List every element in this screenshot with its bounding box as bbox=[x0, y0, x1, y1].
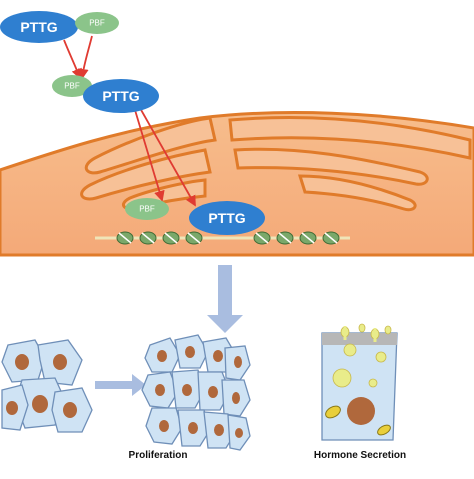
mitochondrion bbox=[377, 424, 391, 436]
pttg-label-1: PTTG bbox=[20, 19, 58, 35]
cell-group-small bbox=[1, 339, 93, 433]
pbf-label-1: PBF bbox=[89, 18, 105, 28]
nuclei-proliferated bbox=[155, 346, 243, 438]
pttg-label-3: PTTG bbox=[208, 210, 246, 226]
arrow-complex-to-pttg bbox=[139, 107, 196, 207]
pbf-oval-3 bbox=[125, 198, 169, 220]
down-arrow bbox=[207, 265, 243, 333]
hormone-secretion-caption: Hormone Secretion bbox=[313, 450, 407, 461]
pbf-oval-2 bbox=[52, 75, 92, 97]
secretory-cell bbox=[321, 323, 398, 441]
arrow-complex-to-pbf bbox=[134, 109, 165, 202]
mitochondrion bbox=[325, 405, 341, 419]
pttg-oval-3 bbox=[189, 201, 265, 235]
arrow-pttg-to-complex bbox=[63, 39, 82, 80]
pttg-label-2: PTTG bbox=[102, 88, 140, 104]
nuclei-small bbox=[6, 354, 77, 418]
right-arrow bbox=[95, 374, 146, 396]
pbf-label-2: PBF bbox=[64, 81, 80, 91]
endoplasmic-reticulum bbox=[80, 116, 472, 212]
pbf-label-3: PBF bbox=[139, 204, 155, 214]
dna-strand bbox=[95, 231, 350, 245]
arrow-pbf-to-complex bbox=[77, 35, 93, 80]
pbf-oval-1 bbox=[75, 12, 119, 34]
pttg-oval-2 bbox=[83, 79, 159, 113]
secretory-nucleus bbox=[347, 397, 375, 425]
proliferation-caption: Proliferation bbox=[128, 450, 188, 461]
red-arrows bbox=[63, 35, 196, 207]
pttg-oval-1 bbox=[0, 11, 78, 43]
secretory-granules bbox=[332, 323, 392, 388]
